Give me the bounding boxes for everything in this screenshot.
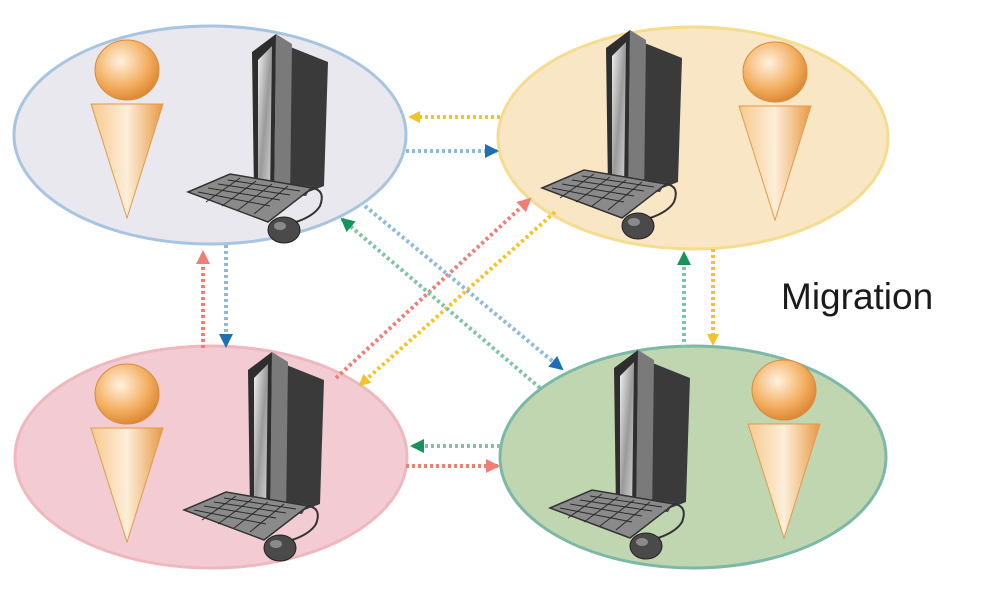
- node-bottom-right: [498, 344, 888, 570]
- arrow-blue-diagonal: [363, 204, 564, 371]
- node-top-left: [12, 24, 408, 246]
- arrow-red-diagonal: [334, 197, 532, 380]
- migration-label: Migration: [781, 276, 934, 317]
- arrow-yellow-diagonal: [358, 210, 557, 387]
- node-bottom-left: [13, 344, 409, 570]
- arrow-green-diagonal: [340, 217, 542, 390]
- node-top-right: [496, 25, 890, 251]
